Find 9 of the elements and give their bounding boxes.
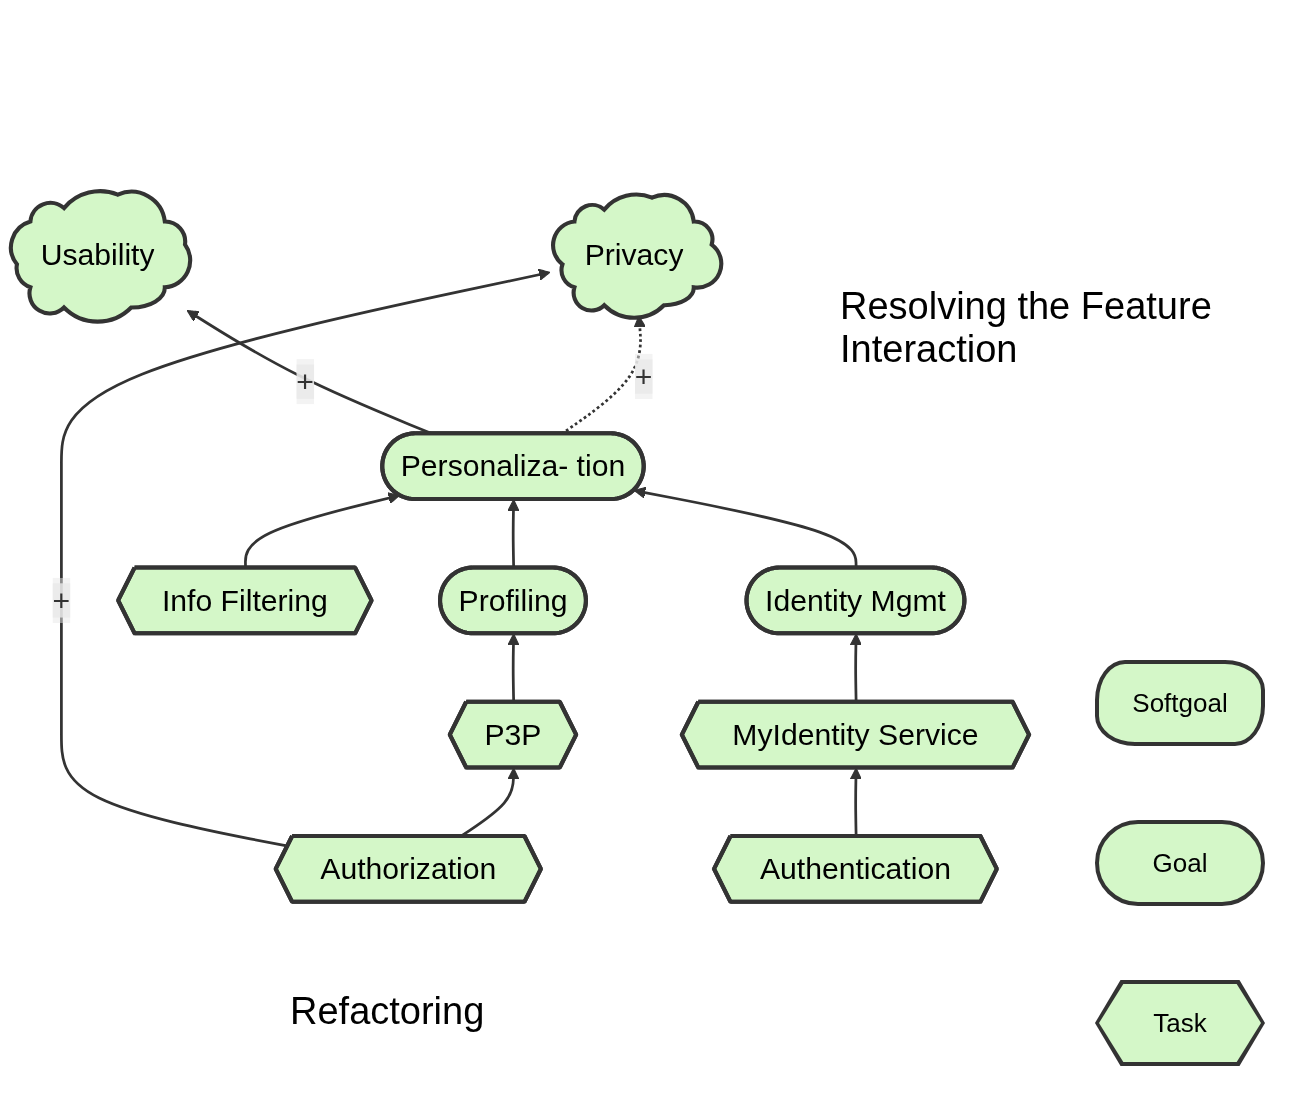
legend-item: Goal [1095,820,1265,906]
edge-label: + [52,583,71,618]
legend-item: Task [1099,984,1261,1062]
arrow [60,268,551,848]
edge-label: + [634,359,653,394]
annotation-text: Refactoring [290,990,485,1033]
annotation-text: Resolving the Feature Interaction [840,285,1213,371]
edge-label: + [296,364,314,399]
legend-item: Softgoal [1095,660,1265,746]
